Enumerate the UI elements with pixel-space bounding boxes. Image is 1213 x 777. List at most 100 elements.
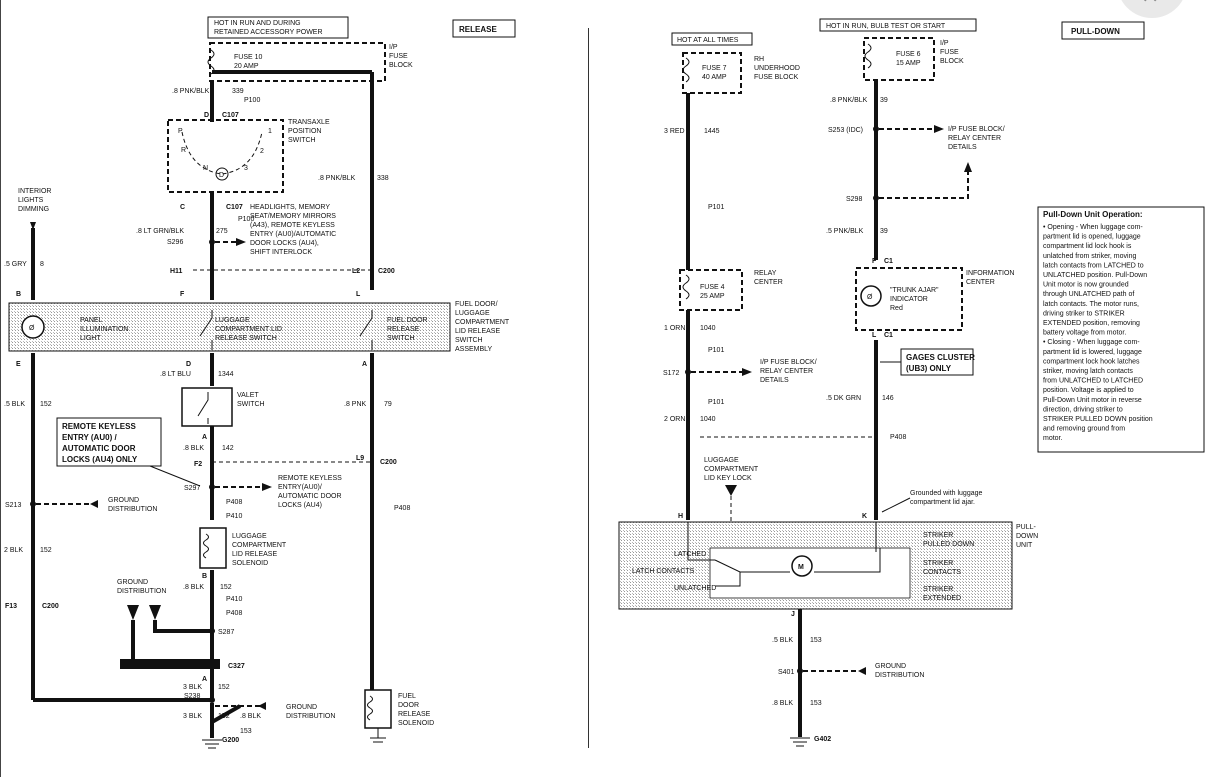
- wire-39-num: 39: [880, 97, 888, 104]
- assembly-2: LUGGAGE: [455, 310, 490, 317]
- s297-splice: [209, 484, 215, 490]
- fuel-sol-4: SOLENOID: [398, 720, 434, 727]
- wire-153b-num: 153: [810, 700, 822, 707]
- p408-r: P408: [394, 505, 410, 512]
- p101-a: P101: [708, 204, 724, 211]
- c327-connector: [120, 659, 220, 669]
- fuse-4-symbol: [682, 274, 690, 300]
- s287-splice: [209, 628, 215, 634]
- p410-b: P410: [226, 596, 242, 603]
- grounded-note-2: compartment lid ajar.: [910, 499, 975, 506]
- switch-assembly: [8, 302, 451, 352]
- op-line: STRIKER PULLED DOWN position: [1043, 416, 1153, 423]
- b-pin-2: B: [202, 573, 207, 580]
- solenoid-4: SOLENOID: [232, 560, 268, 567]
- op-line: compartment lid lock hook is: [1043, 243, 1132, 250]
- fuse-7-outline: [682, 52, 742, 94]
- op-line: from UNLATCHED to LATCHED: [1043, 378, 1143, 385]
- s253-splice: [873, 126, 879, 132]
- wire-152-c-num: 152: [220, 584, 232, 591]
- ip-block-r-1: I/P: [940, 40, 949, 47]
- h11: H11: [170, 268, 183, 275]
- rh-block-1: RH: [754, 56, 764, 63]
- s253-arrow: [934, 125, 944, 133]
- hot-run-label-2: RETAINED ACCESSORY POWER: [214, 29, 323, 36]
- pulldown-unit-3: UNIT: [1016, 542, 1033, 549]
- striker-pulled-2: PULLED DOWN: [923, 541, 974, 548]
- l-pin-r: L: [872, 332, 877, 339]
- panel-3: LIGHT: [80, 335, 101, 342]
- op-title: Pull-Down Unit Operation:: [1043, 210, 1143, 219]
- wire-153: 153: [240, 728, 252, 735]
- s297: S297: [184, 485, 200, 492]
- trunk-ajar-3: Red: [890, 305, 903, 312]
- s253: S253 (IDC): [828, 127, 863, 134]
- headlights-4: ENTRY (AU0)/AUTOMATIC: [250, 231, 336, 238]
- interior-1: INTERIOR: [18, 188, 51, 195]
- op-line: Unit motor is now grounded: [1043, 282, 1129, 289]
- c200-c: C200: [42, 603, 59, 610]
- fuel-sol-2: DOOR: [398, 702, 419, 709]
- s213-splice: [30, 501, 36, 507]
- f13: F13: [5, 603, 17, 610]
- operation-text: • Opening - When luggage com- partment l…: [1043, 224, 1153, 442]
- release-section: RELEASE HOT IN RUN AND DURING RETAINED A…: [4, 16, 516, 749]
- fuse-7-symbol: [682, 57, 690, 83]
- p408-b: P408: [226, 610, 242, 617]
- g200: G200: [222, 737, 239, 744]
- fuse-10-amp: 20 AMP: [234, 63, 259, 70]
- relay-details2-2: RELAY CENTER: [760, 368, 813, 375]
- fuel-solenoid-coil: [367, 695, 373, 721]
- ground-dist2-2: DISTRIBUTION: [117, 588, 166, 595]
- interior-3: DIMMING: [18, 206, 49, 213]
- c-pin: C: [180, 204, 185, 211]
- remote-callout-4: LOCKS (AU4) ONLY: [62, 455, 138, 464]
- f-pin-r: F: [872, 258, 877, 265]
- close-icon[interactable]: ✕: [1141, 0, 1159, 9]
- c1-a: C1: [884, 258, 893, 265]
- s296-arrow: [236, 238, 246, 246]
- hot-run-box-r: [819, 18, 977, 32]
- s298-arrow: [964, 162, 972, 172]
- pulldown-unit-1: PULL-: [1016, 524, 1037, 531]
- d-pin-2: D: [186, 361, 191, 368]
- panel-2: ILLUMINATION: [80, 326, 129, 333]
- wire-142-num: 142: [222, 445, 234, 452]
- c200-a: C200: [378, 268, 395, 275]
- striker-extended-2: EXTENDED: [923, 595, 961, 602]
- ground-dist3-2: DISTRIBUTION: [286, 713, 335, 720]
- op-line: EXTENDED position, removing: [1043, 320, 1140, 327]
- keylock-3: LID KEY LOCK: [704, 475, 752, 482]
- wire-275-num: 275: [216, 228, 228, 235]
- a-pin: A: [362, 361, 367, 368]
- wire-1040-label: 1 ORN: [664, 325, 685, 332]
- ip-fuse-block-2: FUSE: [389, 53, 408, 60]
- rh-block-3: FUSE BLOCK: [754, 74, 799, 81]
- ground-dist-2: DISTRIBUTION: [108, 506, 157, 513]
- k-pin: K: [862, 513, 867, 520]
- wire-8-label: .5 GRY: [4, 261, 27, 268]
- fuel-sw-2: RELEASE: [387, 326, 420, 333]
- interior-2: LIGHTS: [18, 197, 44, 204]
- luggage-release-switch: [199, 310, 213, 350]
- j-pin: J: [791, 611, 795, 618]
- luggage-solenoid: [199, 527, 227, 569]
- bulb-glyph: Ø: [29, 325, 35, 332]
- p408-right: P408: [890, 434, 906, 441]
- pulldown-unit-2: DOWN: [1016, 533, 1038, 540]
- relay-center-1: RELAY: [754, 270, 777, 277]
- wire-79-num: 79: [384, 401, 392, 408]
- s298-branch: [879, 170, 969, 199]
- ip-fuse-block-3: BLOCK: [389, 62, 413, 69]
- fuse-7: FUSE 7: [702, 65, 727, 72]
- solenoid-1: LUGGAGE: [232, 533, 267, 540]
- d-pin: D: [204, 112, 209, 119]
- fuse-4: FUSE 4: [700, 284, 725, 291]
- striker-circuit: [715, 548, 881, 587]
- gear-1: 1: [268, 128, 272, 135]
- keylock-2: COMPARTMENT: [704, 466, 759, 473]
- b-pin: B: [16, 291, 21, 298]
- remote2-3: AUTOMATIC DOOR: [278, 493, 342, 500]
- remote-callout-leader: [149, 465, 201, 487]
- fuse-7-amp: 40 AMP: [702, 74, 727, 81]
